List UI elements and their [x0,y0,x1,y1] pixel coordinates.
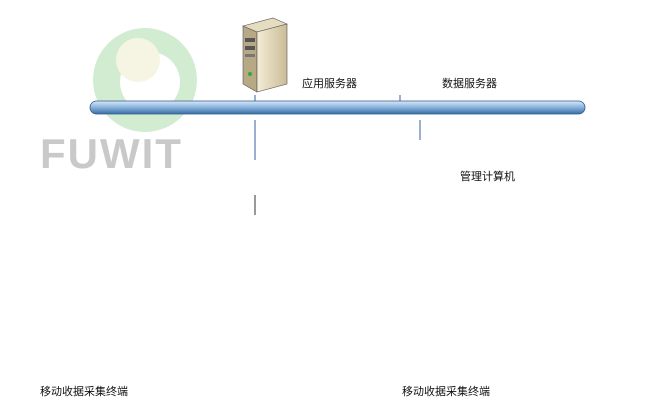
terminal-left-label: 移动收据采集终端 [40,385,128,398]
db-server-label: 数据服务器 [442,77,497,90]
app-server-label: 应用服务器 [302,77,357,90]
server-icon [242,17,288,93]
watermark-logo [93,28,197,132]
watermark-text: FUWIT [40,130,183,177]
network-backbone [89,100,586,115]
mgmt-pc-label: 管理计算机 [460,170,515,183]
terminal-right-label: 移动收据采集终端 [402,385,490,398]
